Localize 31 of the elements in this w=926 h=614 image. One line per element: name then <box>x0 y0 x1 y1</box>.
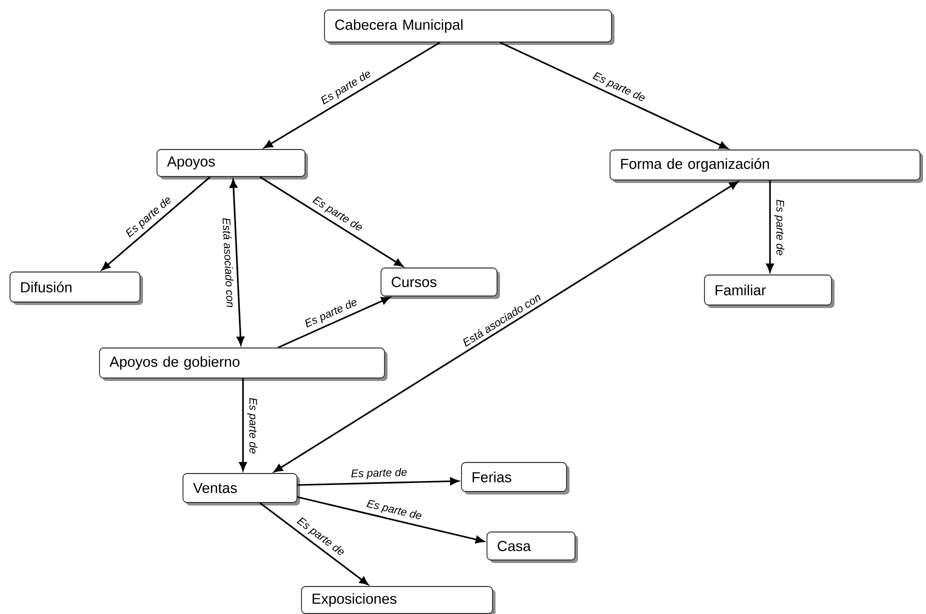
arrow <box>297 477 459 486</box>
arrow <box>260 176 404 267</box>
edge-label: Es parte de <box>351 468 407 480</box>
concept-box: Cursos <box>380 268 500 299</box>
concept-box: Apoyos <box>156 149 308 180</box>
arrow <box>239 378 247 471</box>
arrow <box>264 42 440 148</box>
concept-box: Exposiciones <box>301 586 496 614</box>
edge-label: Es parte de <box>774 200 784 256</box>
concept-box: Ventas <box>182 473 300 506</box>
edge-label: Es parte de <box>592 72 645 101</box>
concept-box: Cabecera Municipal <box>324 10 614 45</box>
edge-label: Es parte de <box>247 398 258 454</box>
edge-label: Es parte de <box>312 196 362 230</box>
concept-box: Apoyos de gobierno <box>99 348 388 381</box>
arrow <box>500 42 728 150</box>
concept-box: Forma de organización <box>610 150 923 183</box>
edge-label: Es parte de <box>305 300 357 328</box>
arrow <box>230 179 244 346</box>
concept-box: Familiar <box>704 274 834 308</box>
arrow <box>766 180 774 272</box>
concept-box: Casa <box>486 532 578 563</box>
concept-box: Ferias <box>461 462 570 494</box>
arrow <box>278 296 390 348</box>
edge-label: Es parte de <box>366 500 422 520</box>
arrow <box>102 176 211 270</box>
arrow <box>274 181 738 472</box>
arrow <box>260 502 368 586</box>
arrow <box>297 496 484 544</box>
concept-box: Difusión <box>10 272 143 305</box>
edge-label: Está asociado con <box>222 218 234 307</box>
